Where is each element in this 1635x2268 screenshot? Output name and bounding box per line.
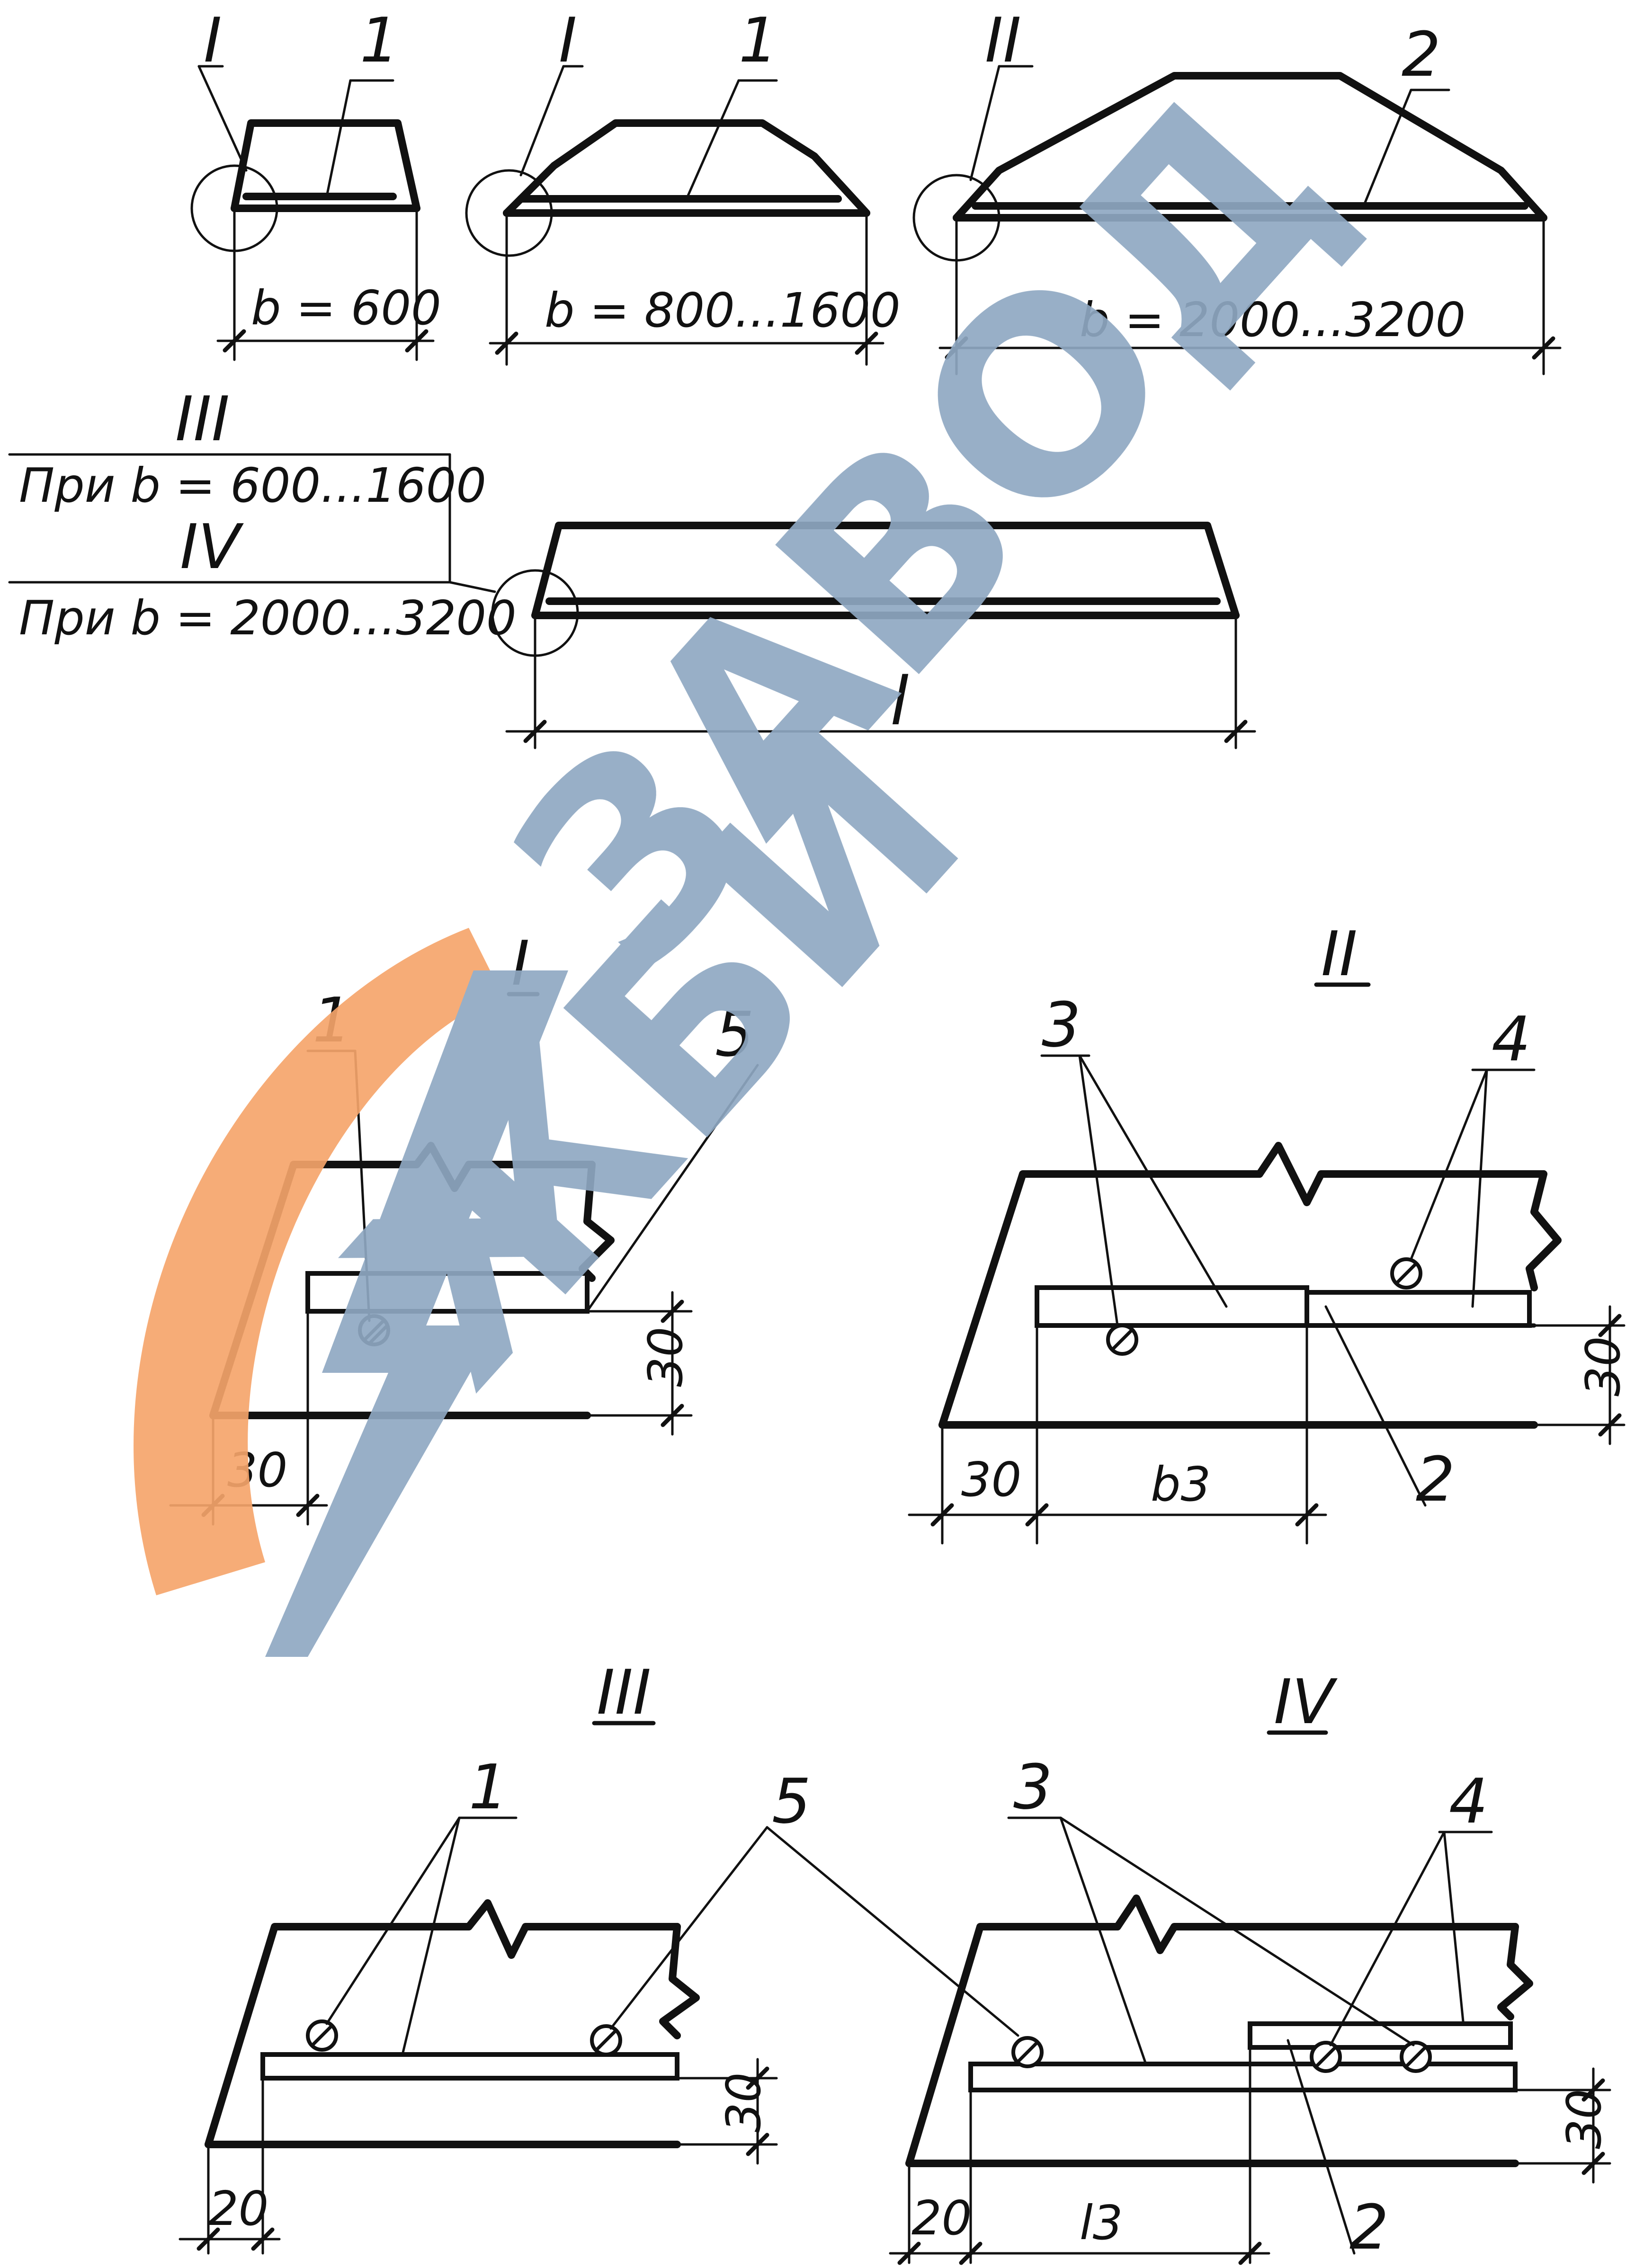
detail-IV-item3: 3 — [1013, 1751, 1053, 1823]
detail-II-item3: 3 — [1042, 989, 1081, 1061]
profile-b2000-3200: II 2 b = 2000...3200 — [912, 4, 1562, 375]
detail-I-dim-h: 30 — [638, 1327, 693, 1387]
plan-callout-a: III — [175, 383, 230, 455]
profile2-width: b = 800...1600 — [545, 283, 901, 338]
plan-length: l — [890, 663, 909, 740]
plan-condition-a: При b = 600...1600 — [19, 458, 486, 513]
detail-II-dim-b3: b3 — [1151, 1457, 1211, 1512]
detail-III: III 1 5 30 20 — [179, 1656, 1019, 2255]
plan-condition-b: При b = 2000...3200 — [19, 590, 517, 646]
plan-callout-b: IV — [180, 511, 244, 583]
detail-IV-dim-h: 30 — [1556, 2089, 1612, 2149]
detail-IV-ferrule-extra — [1248, 2021, 1513, 2050]
profile3-callout: II — [985, 4, 1021, 76]
plan-view: l III При b = 600...1600 IV При b = 2000… — [8, 383, 1256, 749]
watermark-arc — [134, 928, 502, 1595]
profile-b800-1600: I 1 b = 800...1600 — [465, 4, 901, 366]
detail-III-title: III — [597, 1656, 651, 1728]
detail-III-dim-w: 20 — [208, 2181, 268, 2236]
detail-II-dim-h: 30 — [1575, 1336, 1631, 1396]
detail-II-item2: 2 — [1416, 1443, 1455, 1515]
detail-I-item5: 5 — [715, 998, 754, 1070]
detail-II-item4: 4 — [1492, 1003, 1531, 1075]
profile3-item: 2 — [1402, 18, 1441, 90]
profile3-width: b = 2000...3200 — [1080, 292, 1465, 347]
profile2-item: 1 — [739, 4, 778, 76]
profile1-width: b = 600 — [251, 280, 441, 336]
profile2-callout: I — [559, 4, 577, 76]
detail-IV-item2: 2 — [1349, 2191, 1389, 2263]
detail-III-item1: 1 — [469, 1751, 508, 1823]
detail-II-dim-w: 30 — [961, 1452, 1021, 1507]
detail-IV-dim-l3: l3 — [1080, 2195, 1123, 2250]
detail-IV-title: IV — [1274, 1666, 1338, 1738]
detail-II-ferrule-extra — [1304, 1290, 1532, 1328]
detail-II-title: II — [1321, 918, 1358, 990]
profile1-callout: I — [204, 4, 222, 76]
detail-IV: IV 3 4 2 30 20 l — [889, 1666, 1612, 2265]
profile1-item: 1 — [360, 4, 399, 76]
detail-II-ferrule-main — [1035, 1285, 1309, 1328]
profile-b600: I 1 b = 600 — [190, 4, 441, 361]
detail-IV-item4: 4 — [1449, 1765, 1488, 1837]
detail-IV-ferrule-main — [968, 2062, 1518, 2092]
detail-IV-dim-w: 20 — [911, 2190, 972, 2246]
detail-II: II 3 4 2 30 30 b3 — [908, 918, 1631, 1545]
detail-III-ferrule — [260, 2052, 679, 2081]
detail-III-item5: 5 — [772, 1765, 811, 1837]
detail-III-dim-h: 30 — [716, 2072, 771, 2133]
watermark-bolt — [265, 970, 568, 1657]
